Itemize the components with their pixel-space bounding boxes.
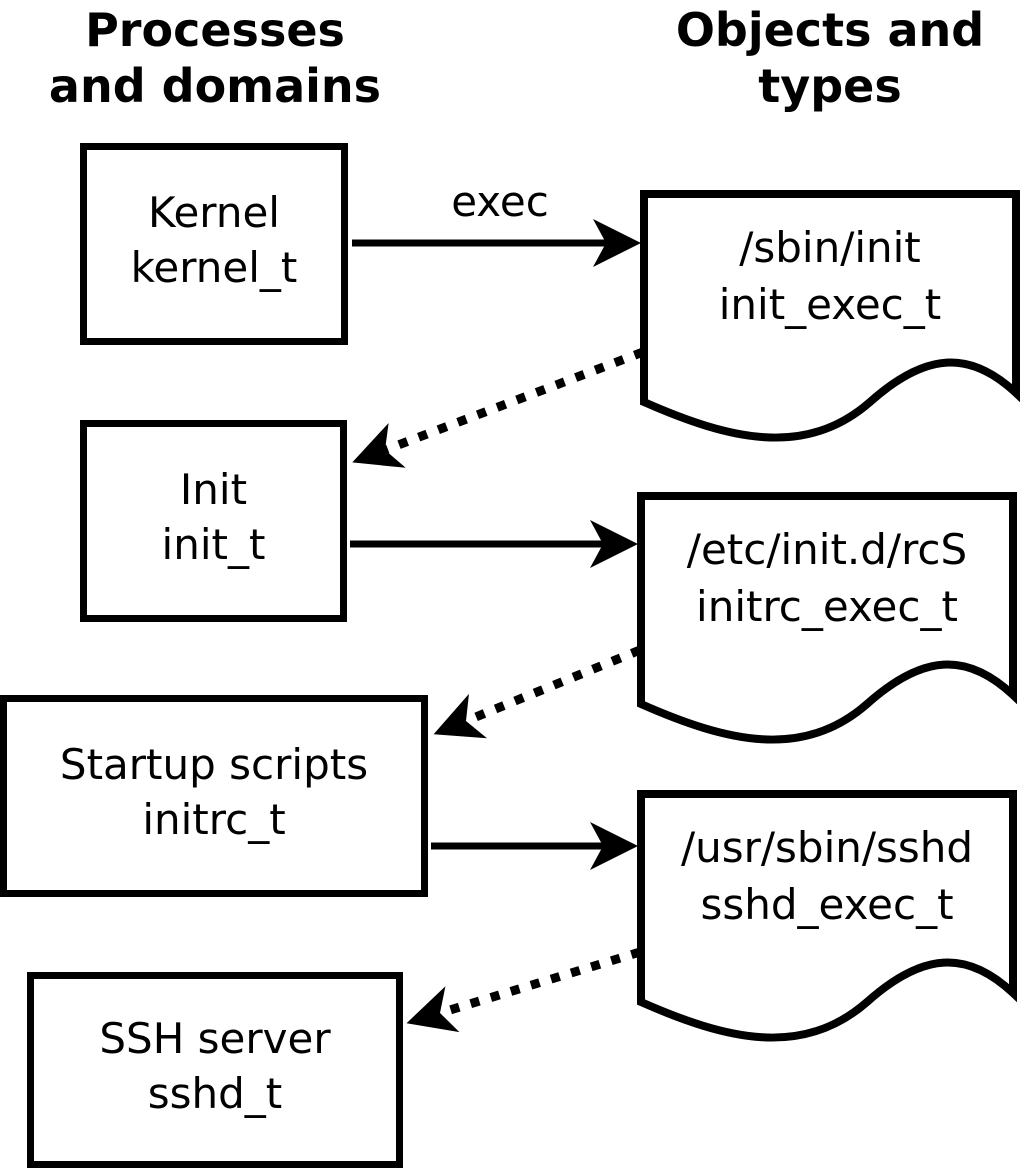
column-header-objects-line1: Objects and	[675, 3, 985, 57]
object-doc-sshd-exec: /usr/sbin/sshd sshd_exec_t	[645, 796, 1009, 956]
object-type: initrc_exec_t	[696, 582, 958, 631]
process-label: Kernel	[148, 188, 280, 237]
column-header-objects-line2: types	[758, 59, 902, 113]
document-shape-initrc-exec	[637, 492, 1017, 744]
dotted-arrow-sshd-exec-to-sshd	[406, 947, 642, 1033]
process-label: SSH server	[99, 1014, 331, 1063]
column-header-processes-line2: and domains	[48, 59, 382, 113]
edge-label-exec: exec	[451, 177, 549, 226]
object-path: /etc/init.d/rcS	[686, 525, 968, 574]
document-shape-sshd-exec	[637, 790, 1017, 1042]
process-type: sshd_t	[147, 1069, 283, 1118]
process-label: Init	[179, 465, 248, 514]
process-label: Startup scripts	[59, 740, 369, 789]
column-header-objects: Objects and types	[630, 2, 1024, 114]
object-path: /sbin/init	[739, 223, 921, 272]
process-box-ssh-server: SSH server sshd_t	[27, 972, 403, 1168]
object-doc-initrc-exec: /etc/init.d/rcS initrc_exec_t	[645, 498, 1009, 658]
document-shape-init-exec	[640, 190, 1020, 442]
process-box-kernel: Kernel kernel_t	[80, 143, 348, 345]
object-type: init_exec_t	[718, 280, 942, 329]
dotted-arrow-init-exec-to-init	[352, 347, 645, 468]
object-doc-init-exec: /sbin/init init_exec_t	[648, 196, 1012, 356]
object-type: sshd_exec_t	[700, 880, 954, 929]
process-type: init_t	[161, 520, 266, 569]
column-header-processes: Processes and domains	[15, 2, 415, 114]
dotted-arrow-initrc-exec-to-initrc	[433, 645, 642, 739]
process-type: initrc_t	[142, 795, 286, 844]
column-header-processes-line1: Processes	[85, 3, 345, 57]
object-path: /usr/sbin/sshd	[680, 823, 974, 872]
process-box-startup-scripts: Startup scripts initrc_t	[0, 695, 428, 897]
process-type: kernel_t	[130, 243, 298, 292]
process-box-init: Init init_t	[80, 420, 347, 622]
